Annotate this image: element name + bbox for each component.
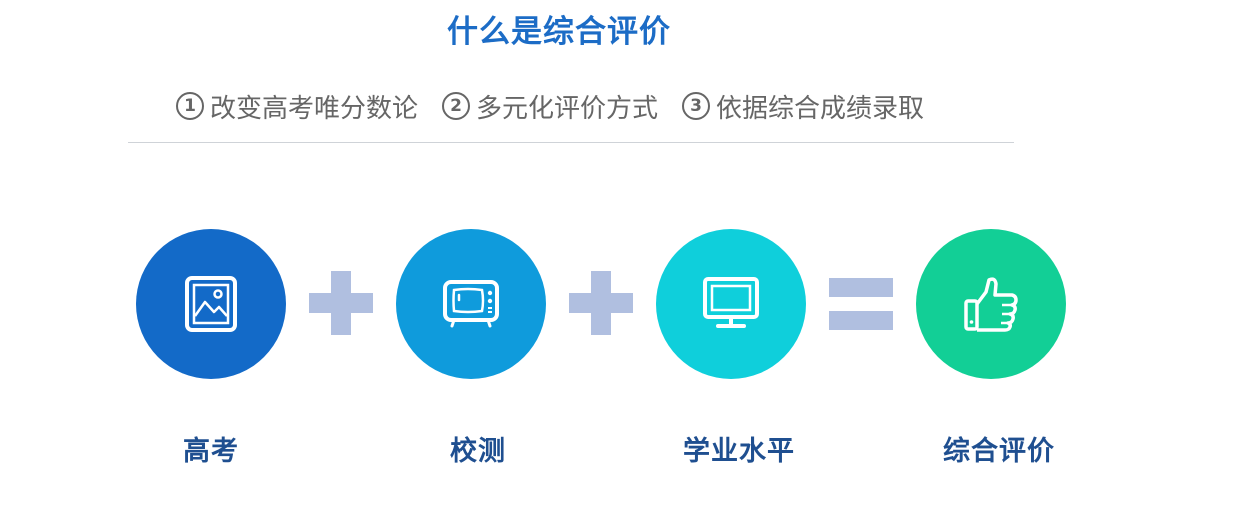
xiaoce-circle xyxy=(396,229,546,379)
thumbs-up-icon xyxy=(964,277,1018,332)
key-points: 1 改变高考唯分数论 2 多元化评价方式 3 依据综合成绩录取 xyxy=(176,86,924,126)
picture-icon xyxy=(185,276,237,332)
point-2-text: 多元化评价方式 xyxy=(476,93,659,124)
monitor-icon xyxy=(703,277,759,328)
plus-operator-2 xyxy=(569,271,633,335)
point-3-text: 依据综合成绩录取 xyxy=(716,93,925,124)
point-2: 2 多元化评价方式 xyxy=(442,88,658,125)
zonghe-circle xyxy=(916,229,1066,379)
label-xueye-shuiping: 学业水平 xyxy=(683,436,795,467)
gaokao-circle xyxy=(136,229,286,379)
label-xiaoce: 校测 xyxy=(450,436,506,467)
circled-number-1: 1 xyxy=(176,92,204,120)
plus-operator-1 xyxy=(309,271,373,335)
point-1: 1 改变高考唯分数论 xyxy=(176,88,418,125)
point-3: 3 依据综合成绩录取 xyxy=(682,88,924,125)
label-zonghe-pingjia: 综合评价 xyxy=(943,436,1055,467)
tv-icon xyxy=(443,280,499,328)
circled-number-3: 3 xyxy=(682,92,711,120)
page-title: 什么是综合评价 xyxy=(447,14,671,50)
divider-line xyxy=(128,142,1014,143)
point-1-text: 改变高考唯分数论 xyxy=(210,93,419,124)
xueye-circle xyxy=(656,229,806,379)
equals-operator xyxy=(829,278,893,330)
circled-number-2: 2 xyxy=(442,92,471,120)
label-gaokao: 高考 xyxy=(183,436,239,467)
